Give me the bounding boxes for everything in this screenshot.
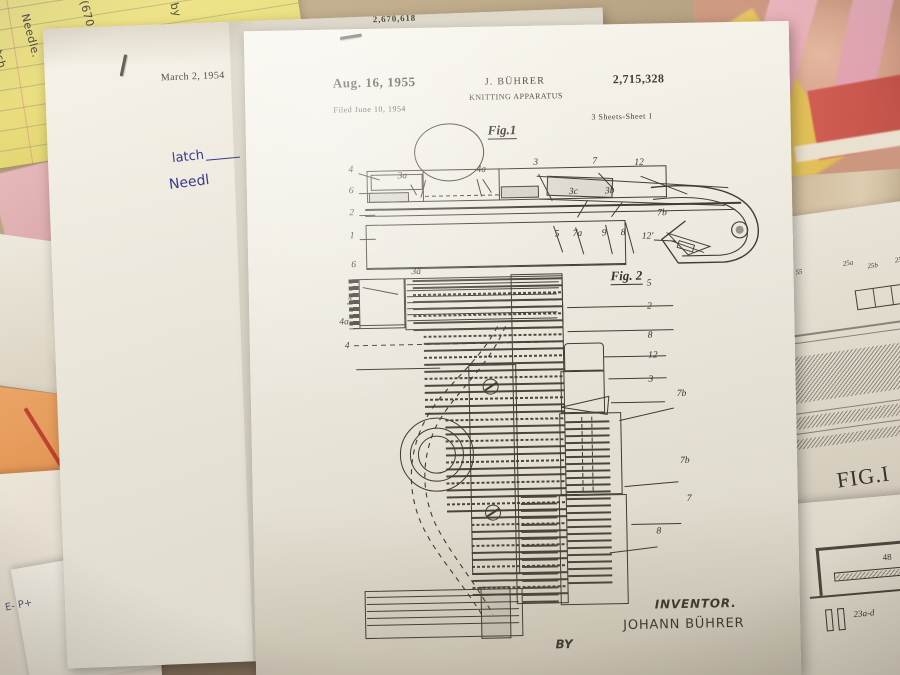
fig1-numeral-3b: 3b bbox=[604, 186, 615, 197]
fig1-numeral-6: 6 bbox=[348, 186, 354, 197]
figure-2-label: Fig. 2 bbox=[610, 267, 643, 286]
fig1-numeral-3a: 3a bbox=[397, 171, 408, 182]
right-doc2-numeral-1: 23a-d bbox=[853, 607, 875, 620]
patent-sheet-count: 3 Sheets-Sheet 1 bbox=[591, 111, 653, 122]
fig1-base-box bbox=[365, 219, 627, 269]
fig2-numeral-2: 2 bbox=[346, 297, 352, 308]
fig2-numeral-4a: 4a bbox=[339, 317, 349, 328]
fig2-numeral-12: 12 bbox=[647, 350, 658, 361]
staple-mark-main bbox=[339, 33, 362, 40]
fig2-numeral-3: 3 bbox=[648, 374, 654, 385]
annotation-latch: latch bbox=[171, 147, 205, 167]
patent-number: 2,715,328 bbox=[612, 71, 665, 87]
fig1-block-left-lower bbox=[368, 192, 410, 203]
fig2-step-1 bbox=[563, 342, 605, 372]
fig1-block-center bbox=[500, 185, 540, 199]
fig2-lower-body bbox=[558, 494, 629, 606]
under-doc-date: March 2, 1954 bbox=[160, 70, 225, 84]
fig1-numeral-4a: 4a bbox=[476, 164, 487, 175]
fig1-cam-housing bbox=[650, 185, 759, 264]
legal-pad-line-3: E. bbox=[134, 0, 149, 2]
fig2-numeral-2: 2 bbox=[647, 301, 652, 312]
fig1-numeral-2: 2 bbox=[349, 208, 355, 219]
right-doc-numeral-4: 25c bbox=[894, 255, 900, 265]
patent-filed-date: Filed June 10, 1954 bbox=[333, 104, 406, 115]
main-patent-sheet: Aug. 16, 1955 J. BÜHRER KNITTING APPARAT… bbox=[243, 20, 802, 675]
fig1-numeral-12: 12 bbox=[634, 157, 644, 168]
fig2-numeral-7b: 7b bbox=[676, 388, 687, 400]
fig2-dashed-path bbox=[410, 326, 506, 618]
fig1-numeral-7: 7 bbox=[592, 156, 598, 167]
right-doc-numeral-2: 25a bbox=[842, 258, 854, 268]
fig1-numeral-4: 4 bbox=[348, 165, 354, 176]
right-doc-figure-label: FIG.I bbox=[835, 460, 892, 493]
patent-inventor-header: J. BÜHRER bbox=[484, 75, 546, 88]
legal-pad-line-0: the latch bbox=[0, 16, 9, 70]
fig1-numeral-3c: 3c bbox=[568, 186, 578, 198]
figure-1-label: Fig.1 bbox=[487, 122, 517, 140]
patent-date: Aug. 16, 1955 bbox=[332, 74, 416, 91]
fig2-numeral-3a: 3a bbox=[411, 266, 422, 278]
legal-pad-line-1: Needle. bbox=[18, 12, 43, 60]
patent-title: KNITTING APPARATUS bbox=[468, 91, 563, 102]
fig1-numeral-9: 9 bbox=[601, 228, 607, 239]
fig1-numeral-7a: 7a bbox=[572, 228, 583, 240]
by-label: BY bbox=[555, 637, 573, 652]
fig2-pointer-3 bbox=[560, 395, 610, 415]
fig2-numeral-7b: 7b bbox=[679, 455, 690, 466]
inventor-signature: JOHANN BÜHRER bbox=[623, 615, 745, 634]
fig2-numeral-4: 4 bbox=[344, 341, 350, 352]
fig1-numeral-1: 1 bbox=[349, 231, 355, 242]
fig1-numeral-5: 5 bbox=[554, 229, 560, 240]
fig2-numeral-8: 8 bbox=[656, 526, 662, 537]
fig2-mounting-plate bbox=[468, 364, 521, 576]
inventor-caption: INVENTOR. bbox=[654, 595, 737, 612]
fig1-numeral-8: 8 bbox=[620, 228, 626, 239]
fig2-numeral-6: 6 bbox=[351, 260, 357, 271]
fig1-numeral-12: 12' bbox=[641, 231, 654, 242]
fig1-numeral-7b: 7b bbox=[657, 208, 667, 219]
fig2-numeral-8: 8 bbox=[647, 330, 653, 341]
fig2-left-rail bbox=[358, 278, 406, 330]
right-doc-numeral-1: 55 bbox=[795, 267, 804, 277]
right-doc2-numeral-0: 48 bbox=[882, 551, 893, 563]
fig2-bottom-block bbox=[480, 586, 512, 639]
right-doc-numeral-3: 25b bbox=[866, 261, 879, 271]
fig1-numeral-3: 3 bbox=[533, 157, 539, 168]
fig2-numeral-5: 5 bbox=[646, 278, 652, 289]
fig2-numeral-7: 7 bbox=[686, 493, 692, 504]
annotation-needle: Needl bbox=[168, 172, 211, 193]
